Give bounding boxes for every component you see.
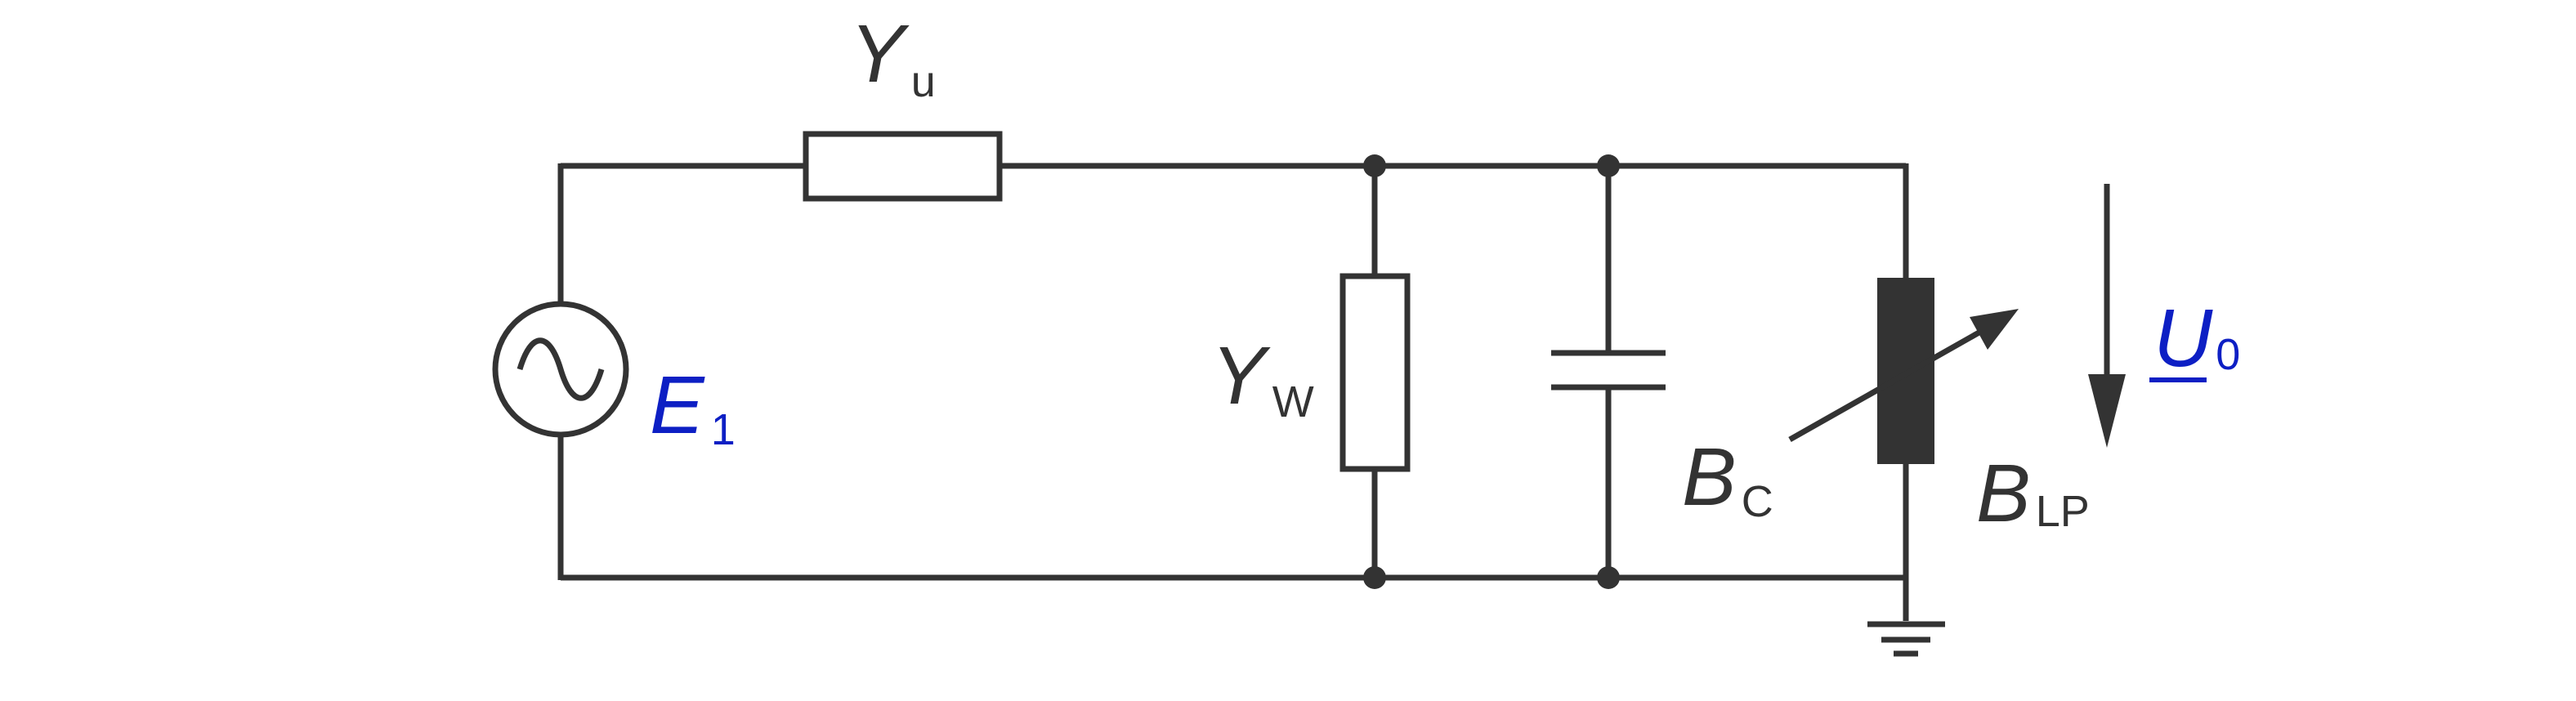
wires — [557, 163, 1909, 621]
junction-dot — [1363, 566, 1386, 589]
junction-dot — [1597, 154, 1620, 177]
ground-icon — [1867, 621, 1945, 657]
capacitor-icon — [1551, 350, 1666, 391]
resistor-yw-icon — [1339, 273, 1411, 472]
resistor-yu-icon — [803, 131, 1003, 202]
junction-dot — [1597, 566, 1620, 589]
variable-resistor-icon — [1788, 278, 2019, 464]
junction-dot — [1363, 154, 1386, 177]
junctions — [1363, 154, 1620, 589]
label-u0: U0 — [2153, 292, 2240, 384]
ac-voltage-source-icon — [492, 301, 629, 438]
arrow-down-icon — [2088, 184, 2126, 448]
